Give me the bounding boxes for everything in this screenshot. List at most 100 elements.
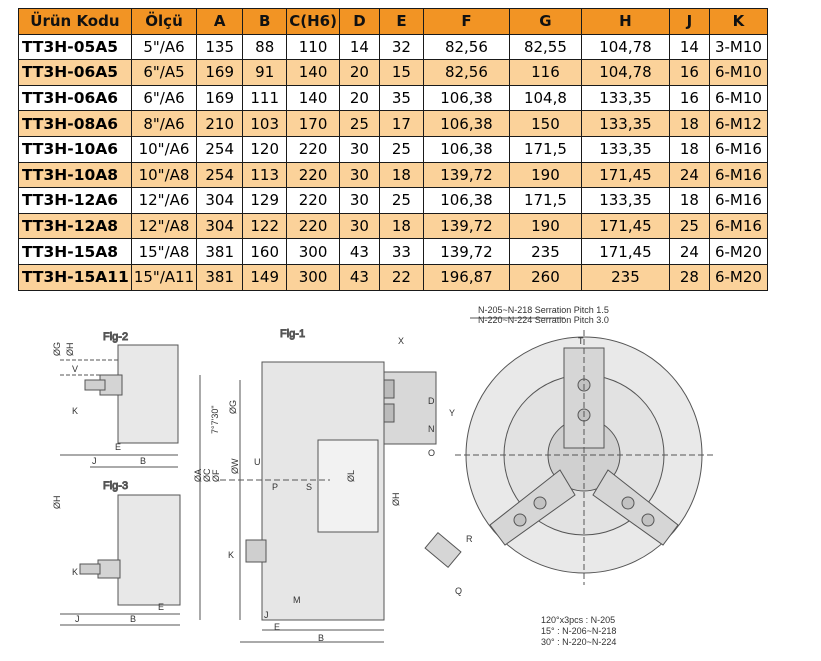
dim-fig2-h: ØH (65, 343, 75, 357)
column-header: A (196, 8, 244, 35)
table-cell: 35 (378, 84, 424, 112)
column-header: H (580, 8, 670, 35)
table-cell: 139,72 (422, 238, 510, 265)
table-cell: 28 (668, 263, 710, 291)
table-cell: 171,5 (508, 135, 582, 163)
product-code-cell: TT3H-05A5 (18, 33, 132, 61)
product-code-cell: TT3H-06A6 (18, 84, 132, 112)
column-header: K (708, 8, 768, 35)
table-cell: 140 (286, 59, 340, 86)
table-cell: 133,35 (580, 135, 670, 163)
column-header: C(H6) (286, 8, 340, 35)
table-cell: 104,8 (508, 84, 582, 112)
serration-note-1: N-205~N-218 Serration Pitch 1.5 (478, 305, 609, 315)
jaw-note-3: 30° : N-220~N-224 (541, 637, 616, 647)
table-cell: 169 (196, 59, 244, 86)
column-header: J (668, 8, 710, 35)
table-cell: 381 (196, 238, 244, 265)
table-cell: 6-M16 (708, 187, 768, 214)
dim-fig2-e: E (115, 442, 121, 452)
table-cell: 106,38 (422, 84, 510, 112)
table-cell: 20 (338, 84, 380, 112)
fig-2-label: Fig-2 (103, 331, 128, 343)
table-cell: 300 (286, 238, 340, 265)
table-cell: 300 (286, 263, 340, 291)
serration-note-2: N-220~N-224 Serration Pitch 3.0 (478, 315, 609, 325)
dim-fig1-k: K (228, 550, 234, 560)
table-cell: 30 (338, 135, 380, 163)
table-cell: 106,38 (422, 187, 510, 214)
dim-fig1-j: J (264, 610, 269, 620)
table-cell: 139,72 (422, 212, 510, 240)
table-cell: 260 (508, 263, 582, 291)
table-cell: 25 (378, 187, 424, 214)
table-cell: 91 (242, 59, 288, 86)
fig-3-label: Fig-3 (103, 480, 128, 492)
table-cell: 170 (286, 110, 340, 137)
table-cell: 24 (668, 161, 710, 189)
product-code-cell: TT3H-15A11 (18, 263, 132, 291)
table-cell: 6-M10 (708, 84, 768, 112)
table-cell: 82,56 (422, 59, 510, 86)
table-cell: 22 (378, 263, 424, 291)
dim-fig1-e: E (274, 622, 280, 632)
table-cell: 33 (378, 238, 424, 265)
dim-fig1-n: N (428, 424, 435, 434)
table-cell: 82,55 (508, 33, 582, 61)
product-code-cell: TT3H-06A5 (18, 59, 132, 86)
dim-fig1-f: ØF (211, 469, 221, 482)
dim-fig1-w: ØW (230, 458, 240, 474)
table-cell: 150 (508, 110, 582, 137)
table-cell: 43 (338, 263, 380, 291)
table-cell: 18 (668, 110, 710, 137)
table-cell: 133,35 (580, 110, 670, 137)
table-cell: 82,56 (422, 33, 510, 61)
table-cell: 104,78 (580, 33, 670, 61)
table-cell: 235 (580, 263, 670, 291)
table-cell: 103 (242, 110, 288, 137)
table-cell: 135 (196, 33, 244, 61)
table-cell: 106,38 (422, 135, 510, 163)
dim-fig3-b: B (130, 614, 136, 624)
table-cell: 15"/A11 (130, 263, 198, 291)
product-code-cell: TT3H-15A8 (18, 238, 132, 265)
table-cell: 16 (668, 59, 710, 86)
table-cell: 220 (286, 187, 340, 214)
table-cell: 106,38 (422, 110, 510, 137)
table-cell: 6-M16 (708, 212, 768, 240)
dim-fig2-v: V (72, 364, 78, 374)
table-cell: 6"/A5 (130, 59, 198, 86)
table-cell: 304 (196, 187, 244, 214)
dim-fig1-y: Y (449, 408, 455, 418)
dim-fig2-j: J (92, 456, 97, 466)
jaw-note-2: 15° : N-206~N-218 (541, 626, 616, 636)
table-cell: 10"/A6 (130, 135, 198, 163)
table-cell: 110 (286, 33, 340, 61)
table-cell: 88 (242, 33, 288, 61)
dim-fig1-angle: 7°7'30" (210, 405, 220, 434)
table-cell: 220 (286, 135, 340, 163)
table-cell: 111 (242, 84, 288, 112)
fig-2-drawing: Fig-2 (60, 331, 179, 468)
table-cell: 43 (338, 238, 380, 265)
jaw-note-1: 120°x3pcs : N-205 (541, 615, 615, 625)
table-cell: 15 (378, 59, 424, 86)
table-cell: 15"/A8 (130, 238, 198, 265)
dim-fig1-b: B (318, 633, 324, 643)
table-cell: 171,45 (580, 161, 670, 189)
dim-front-q: Q (455, 586, 462, 596)
table-cell: 32 (378, 33, 424, 61)
table-cell: 25 (668, 212, 710, 240)
table-cell: 6-M16 (708, 135, 768, 163)
table-cell: 6-M10 (708, 59, 768, 86)
table-cell: 16 (668, 84, 710, 112)
column-header: Ölçü (130, 8, 198, 35)
column-header: F (422, 8, 510, 35)
